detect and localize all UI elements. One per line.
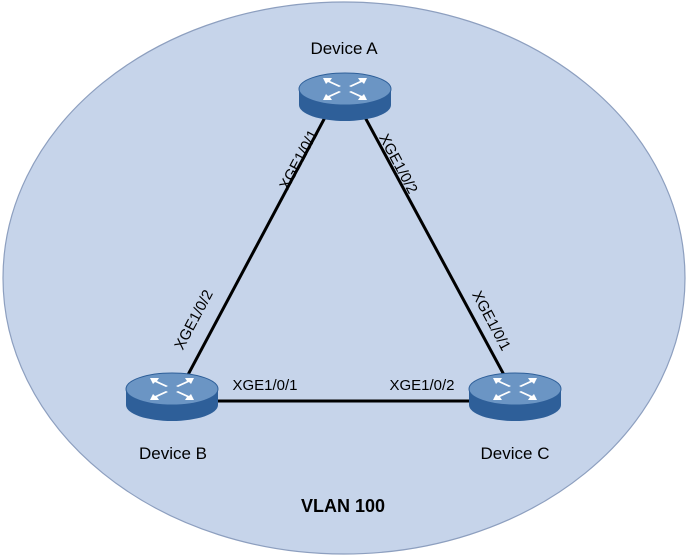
device-a-switch-icon[interactable] [298, 72, 392, 121]
port-label-b-c-at-b: XGE1/0/1 [232, 377, 297, 394]
device-b-label: Device B [139, 444, 207, 463]
device-c-label: Device C [481, 444, 550, 463]
device-b-switch-icon[interactable] [125, 372, 219, 421]
device-a-label: Device A [310, 39, 378, 58]
vlan-label: VLAN 100 [301, 496, 385, 516]
port-label-b-c-at-c: XGE1/0/2 [389, 377, 454, 394]
device-c-switch-icon[interactable] [468, 372, 562, 421]
link-a-c [358, 107, 512, 387]
link-a-b [180, 107, 332, 387]
